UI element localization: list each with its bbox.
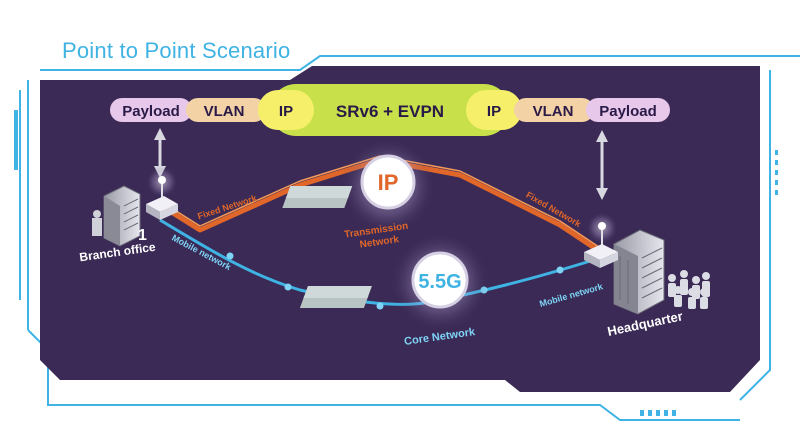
ip-pill-left bbox=[258, 90, 314, 130]
ip-pill-right bbox=[466, 90, 522, 130]
payload-pill-right bbox=[586, 98, 670, 122]
branch-office bbox=[92, 185, 141, 247]
srv6-pill bbox=[270, 84, 510, 136]
header-bar: Payload VLAN IP SRv6 + EVPN IP VLAN Payl… bbox=[110, 84, 670, 136]
srv6-label: SRv6 + EVPN bbox=[336, 102, 444, 121]
ip-badge: IP bbox=[378, 170, 399, 195]
ip-label-right: IP bbox=[487, 103, 501, 120]
vlan-pill-left bbox=[186, 98, 266, 122]
payload-pill-left bbox=[110, 98, 192, 122]
vlan-label-right: VLAN bbox=[533, 103, 574, 120]
ip-label-left: IP bbox=[279, 103, 293, 120]
diagram-title: Point to Point Scenario bbox=[62, 38, 291, 63]
core-node: 5.5G bbox=[299, 232, 490, 332]
vlan-label-left: VLAN bbox=[204, 103, 245, 120]
branch-number: 1 bbox=[138, 227, 147, 244]
core-badge: 5.5G bbox=[418, 271, 461, 293]
vlan-pill-right bbox=[514, 98, 594, 122]
branch-router bbox=[146, 166, 178, 220]
headquarter-router bbox=[584, 212, 618, 268]
payload-label-right: Payload bbox=[599, 103, 657, 120]
headquarter-people bbox=[668, 270, 710, 309]
headquarter-building bbox=[613, 229, 665, 315]
transmission-node: IP bbox=[282, 138, 436, 234]
payload-label-left: Payload bbox=[122, 103, 180, 120]
